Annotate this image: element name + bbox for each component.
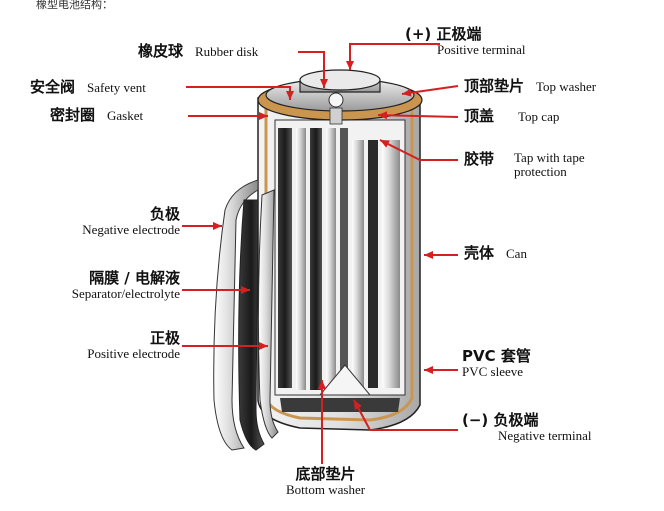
label-gasket: 密封圈 Gasket — [50, 107, 143, 125]
gasket-zh: 密封圈 — [50, 106, 96, 124]
rubber-disk-zh: 橡皮球 — [138, 42, 184, 60]
arrow-top-cap — [377, 111, 459, 120]
top-cap-en: Top cap — [518, 109, 560, 124]
can-zh: 壳体 — [464, 244, 495, 262]
label-positive-electrode: 正极 Positive electrode — [30, 330, 180, 361]
label-bottom-washer: 底部垫片 Bottom washer — [286, 466, 365, 497]
label-separator: 隔膜 / 电解液 Separator/electrolyte — [20, 270, 180, 301]
caption-top: 橡型电池结构： — [36, 0, 113, 11]
arrow-positive-electrode — [182, 342, 268, 350]
label-tape: 胶带 Tap with tape protection — [464, 150, 585, 180]
arrow-negative-terminal — [353, 399, 458, 431]
gasket-en: Gasket — [107, 108, 144, 123]
top-cap-zh: 顶盖 — [464, 107, 495, 125]
peeled-layers — [213, 179, 279, 451]
label-negative-terminal: (−) 负极端 Negative terminal — [462, 412, 592, 443]
separator-en: Separator/electrolyte — [71, 285, 180, 301]
positive-terminal-zh: (+) 正极端 — [405, 25, 482, 43]
label-pvc-sleeve: PVC 套管 PVC sleeve — [462, 348, 531, 379]
positive-terminal-en: Positive terminal — [437, 41, 526, 57]
label-negative-electrode: 负极 Negative electrode — [30, 206, 180, 237]
bottom-washer-en: Bottom washer — [286, 481, 366, 497]
arrow-safety-vent — [186, 86, 294, 100]
electrode-roll — [274, 119, 406, 412]
arrow-negative-electrode — [182, 222, 222, 230]
top-washer-en: Top washer — [536, 79, 597, 94]
arrow-tape — [379, 139, 458, 161]
label-can: 壳体 Can — [464, 245, 527, 263]
arrow-can — [424, 251, 458, 259]
tape-en-line2: protection — [514, 164, 567, 180]
safety-vent-en: Safety vent — [87, 80, 146, 95]
top-cap-assembly — [257, 69, 423, 125]
arrow-pvc-sleeve — [424, 366, 458, 374]
callout-arrows — [182, 43, 459, 464]
can-en: Can — [506, 246, 527, 261]
label-rubber-disk: 橡皮球 Rubber disk — [138, 43, 258, 61]
arrow-gasket — [188, 112, 268, 120]
tape-en-line1: Tap with tape — [514, 150, 585, 165]
negative-electrode-en: Negative electrode — [82, 221, 180, 237]
label-top-washer: 顶部垫片 Top washer — [464, 78, 596, 96]
arrow-bottom-washer — [318, 380, 326, 464]
negative-terminal-zh: (−) 负极端 — [462, 411, 539, 429]
safety-vent-zh: 安全阀 — [30, 78, 76, 96]
arrow-positive-terminal — [346, 43, 440, 70]
positive-electrode-en: Positive electrode — [87, 345, 180, 361]
positive-electrode-zh: 正极 — [149, 329, 180, 347]
pvc-sleeve-zh: PVC 套管 — [462, 347, 531, 365]
arrow-top-washer — [401, 85, 459, 97]
label-positive-terminal: (+) 正极端 Positive terminal — [405, 26, 525, 57]
bottom-washer-zh: 底部垫片 — [295, 465, 356, 483]
arrow-rubber-disk — [298, 51, 328, 88]
label-top-cap: 顶盖 Top cap — [464, 108, 559, 126]
label-safety-vent: 安全阀 Safety vent — [30, 79, 146, 97]
arrow-separator — [182, 286, 250, 294]
separator-zh: 隔膜 / 电解液 — [89, 269, 180, 287]
rubber-disk-en: Rubber disk — [195, 44, 259, 59]
top-washer-zh: 顶部垫片 — [464, 77, 525, 95]
negative-terminal-en: Negative terminal — [498, 427, 592, 443]
tape-zh: 胶带 — [464, 150, 495, 168]
negative-electrode-zh: 负极 — [149, 205, 180, 223]
pvc-sleeve-en: PVC sleeve — [462, 363, 524, 379]
